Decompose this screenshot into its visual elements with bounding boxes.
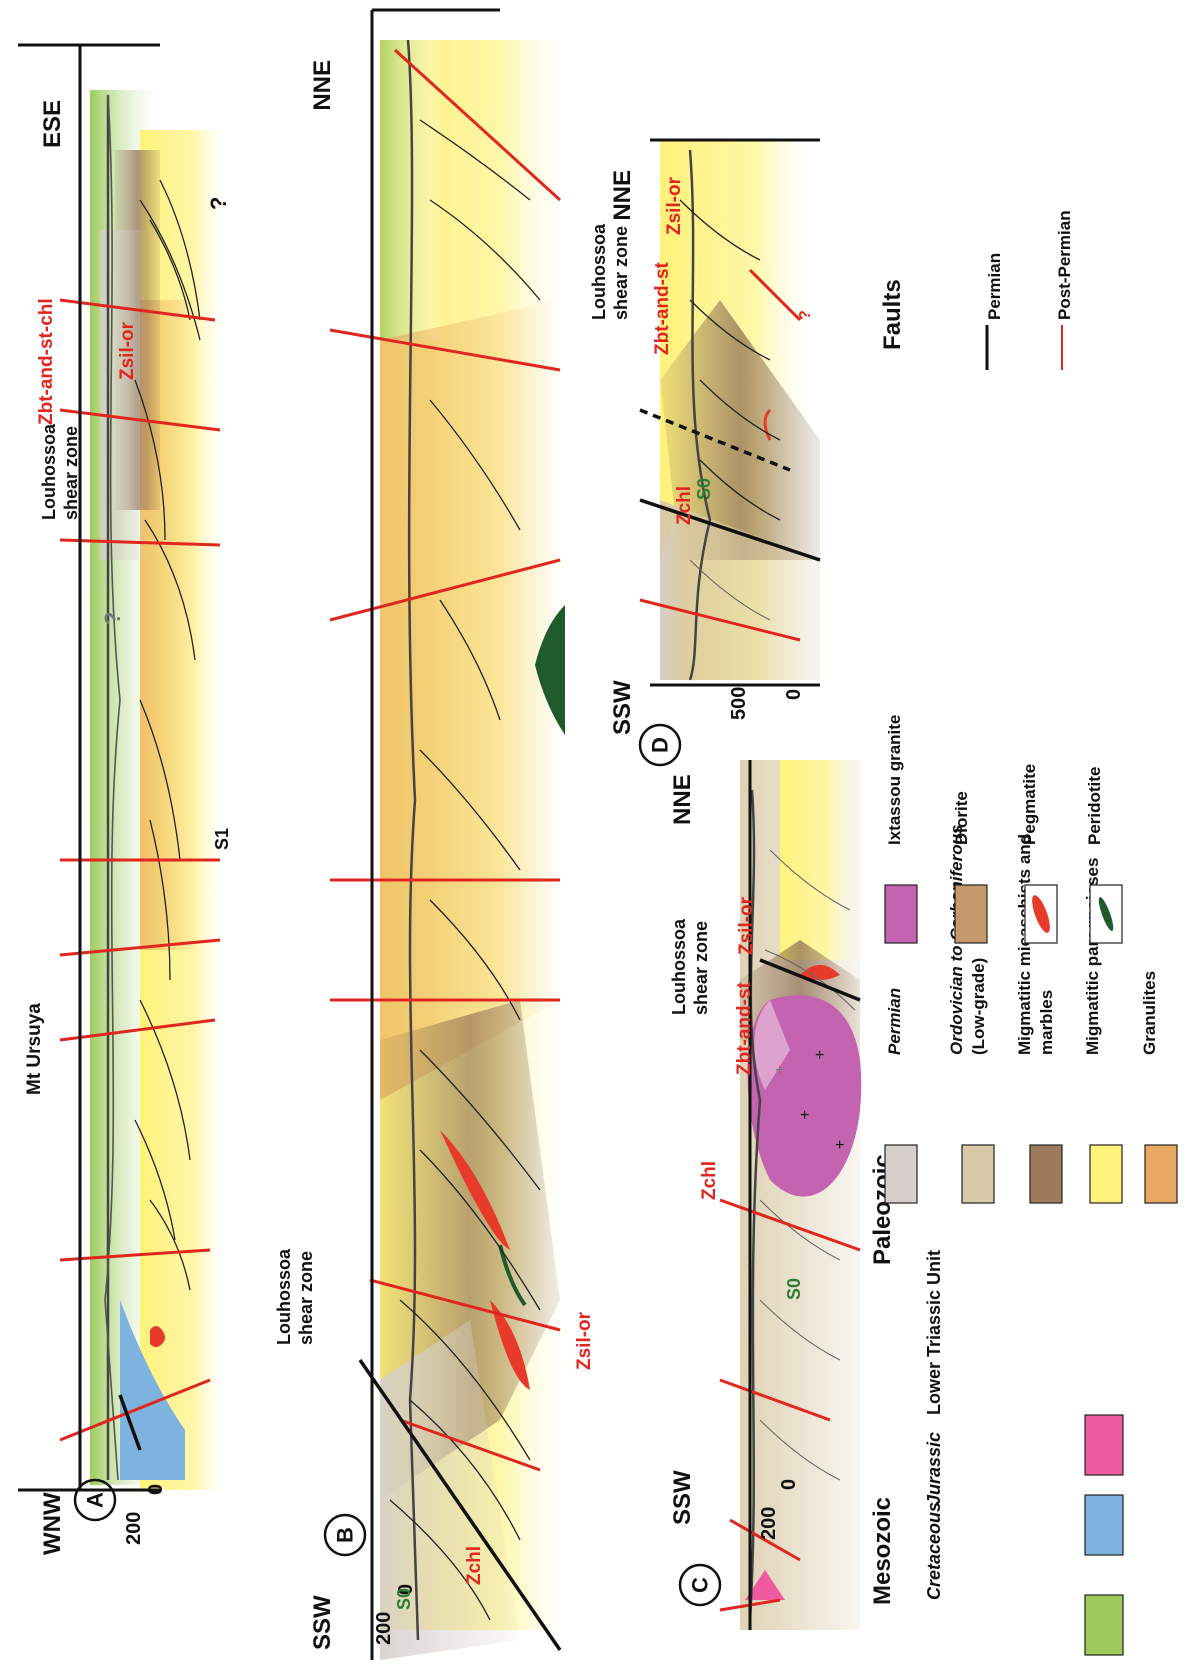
svg-text:+: + (815, 1047, 824, 1064)
svg-text:+: + (775, 1062, 784, 1079)
legend-diorite-swatch (955, 885, 987, 943)
section-a-zone-zbt: Zbt-and-st-chl (36, 298, 57, 425)
section-d-foliation: S0 (694, 478, 714, 500)
legend-triassic-swatch (1085, 1415, 1123, 1475)
section-d-zone-zsil: Zsil-or (664, 176, 685, 235)
legend-permian-label: Permian (885, 988, 904, 1055)
svg-text:+: + (800, 1107, 809, 1124)
section-b-zone-zsil: Zsil-or (574, 1311, 595, 1370)
legend-pegmatite-label: Pegmatite (1020, 764, 1039, 845)
section-b-right-end: NNE (309, 60, 336, 111)
section-c-scale-tick-1: 0 (778, 1479, 800, 1490)
section-c-scale-tick-0: 200 (758, 1507, 780, 1540)
legend-jurassic-swatch (1085, 1495, 1123, 1555)
section-c-zone-zbt: Zbt-and-st (734, 981, 755, 1075)
section-d-right-end: NNE (609, 170, 636, 221)
section-a-query-2: ? (206, 197, 231, 210)
section-a-scale-tick-1: 0 (145, 1484, 167, 1495)
section-a-peak-label: Mt Ursuya (24, 1003, 45, 1095)
section-d-zone-zbt: Zbt-and-st (652, 261, 673, 355)
section-d-left-end: SSW (609, 680, 636, 735)
section-d-scale-tick-1: 0 (783, 689, 805, 700)
legend-peridotite-label: Peridotite (1085, 767, 1104, 845)
legend-micaschist-label: Migmatitic micaschists and (1015, 834, 1034, 1055)
legend-micaschist-swatch (1030, 1145, 1062, 1203)
legend-ordovician-swatch (962, 1145, 994, 1203)
section-b-granulite-body (380, 300, 560, 1100)
legend-mesozoic-title: Mesozoic (869, 1497, 896, 1605)
legend-triassic-label: Lower Triassic Unit (924, 1250, 944, 1415)
legend-paragneiss-swatch (1090, 1145, 1122, 1203)
legend-faults-title: Faults (879, 279, 906, 350)
legend: Mesozoic Cretaceous Jurassic Lower Trias… (869, 210, 1177, 1655)
legend-post-permian-fault-label: Post-Permian (1055, 210, 1074, 320)
section-c-foliation: S0 (784, 1278, 804, 1300)
section-b (330, 10, 580, 1660)
legend-cretaceous-swatch (1085, 1595, 1123, 1655)
legend-diorite-label: Diorite (952, 791, 971, 845)
section-a-foliation: S1 (212, 828, 232, 850)
section-a-label: A (83, 1492, 108, 1508)
section-d-zone-zchl: Zchl (674, 486, 695, 525)
legend-granulite-label: Granulites (1140, 971, 1159, 1055)
section-a-scale-tick-0: 200 (123, 1512, 145, 1545)
section-c-label: C (688, 1577, 713, 1593)
section-b-label: B (333, 1527, 358, 1543)
legend-cretaceous-label: Cretaceous (924, 1502, 944, 1600)
legend-jurassic-label: Jurassic (924, 1432, 944, 1505)
section-c-zone-zsil: Zsil-or (736, 896, 757, 955)
section-a-left-end: WNW (39, 1492, 66, 1555)
legend-ordovician-sub: (Low-grade) (969, 958, 988, 1055)
section-a-right-end: ESE (39, 100, 66, 148)
svg-text:+: + (835, 1137, 844, 1154)
legend-ixtassou-swatch (885, 885, 917, 943)
legend-permian-swatch (885, 1145, 917, 1203)
legend-ixtassou-label: Ixtassou granite (885, 715, 904, 845)
section-a (18, 45, 230, 1490)
section-b-foliation: S0 (394, 1588, 414, 1610)
section-d-label: D (648, 737, 673, 753)
legend-granulite-swatch (1145, 1145, 1177, 1203)
section-d-query: ? (797, 310, 814, 320)
section-c: + + + + (720, 760, 861, 1630)
section-a-query-1: ? (100, 612, 125, 625)
section-d-scale-tick-0: 500 (728, 687, 750, 720)
section-b-scale-tick-0: 200 (373, 1612, 395, 1645)
section-c-zone-zchl: Zchl (699, 1161, 720, 1200)
legend-permian-fault-label: Permian (985, 253, 1004, 320)
section-c-paragneiss-band (780, 760, 860, 960)
section-a-zone-zsil: Zsil-or (117, 321, 138, 380)
section-b-left-end: SSW (309, 1595, 336, 1650)
section-c-right-end: NNE (669, 774, 696, 825)
section-b-zone-zchl: Zchl (464, 1546, 485, 1585)
section-c-left-end: SSW (669, 1470, 696, 1525)
legend-micaschist-sub: marbles (1037, 990, 1056, 1055)
